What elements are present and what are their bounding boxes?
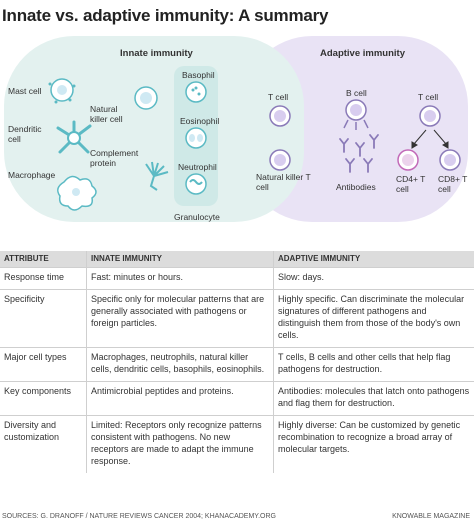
b-cell-icon — [343, 99, 369, 130]
macrophage-icon — [57, 175, 97, 211]
table-row: Diversity and customization Limited: Rec… — [0, 415, 474, 473]
table-row: Major cell types Macrophages, neutrophil… — [0, 347, 474, 382]
cd4-t-cell-label: CD4+ T cell — [396, 174, 426, 194]
comparison-table: ATTRIBUTE INNATE IMMUNITY ADAPTIVE IMMUN… — [0, 251, 474, 473]
innate-header: Innate immunity — [120, 48, 193, 59]
adaptive-header-cell: ADAPTIVE IMMUNITY — [273, 251, 474, 268]
attribute-cell: Specificity — [0, 289, 87, 348]
table-row: Key components Antimicrobial peptides an… — [0, 381, 474, 416]
basophil-label: Basophil — [182, 70, 215, 80]
natural-killer-t-cell-icon — [269, 149, 291, 171]
macrophage-label: Macrophage — [8, 170, 56, 180]
page-title: Innate vs. adaptive immunity: A summary — [2, 6, 329, 25]
table-header-row: ATTRIBUTE INNATE IMMUNITY ADAPTIVE IMMUN… — [0, 251, 474, 268]
attribute-cell: Response time — [0, 267, 87, 290]
eosinophil-icon — [185, 127, 207, 149]
antibodies-label: Antibodies — [336, 182, 376, 192]
innate-cell: Specific only for molecular patterns tha… — [86, 289, 274, 348]
antibodies-icon — [339, 134, 379, 173]
cd4-t-cell-icon — [397, 149, 419, 171]
adaptive-cell: Antibodies: molecules that latch onto pa… — [273, 381, 474, 416]
innate-header-cell: INNATE IMMUNITY — [86, 251, 274, 268]
t-cell-2-label: T cell — [418, 92, 439, 102]
dendritic-cell-icon — [56, 120, 92, 154]
cd8-t-cell-icon — [439, 149, 461, 171]
neutrophil-label: Neutrophil — [178, 162, 217, 172]
granulocyte-label: Granulocyte — [174, 212, 220, 222]
adaptive-cell: Highly specific. Can discriminate the mo… — [273, 289, 474, 348]
innate-cell: Fast: minutes or hours. — [86, 267, 274, 290]
adaptive-cell: Slow: days. — [273, 267, 474, 290]
mast-cell-label: Mast cell — [8, 86, 42, 96]
nk-t-cell-label: Natural killer T cell — [256, 172, 311, 192]
attribute-cell: Key components — [0, 381, 87, 416]
attribute-cell: Major cell types — [0, 347, 87, 382]
t-cell-2-icon — [419, 105, 441, 127]
arrow-icon — [411, 129, 449, 149]
adaptive-cell: Highly diverse: Can be customized by gen… — [273, 415, 474, 473]
diagram-illustration — [4, 36, 468, 222]
adaptive-header: Adaptive immunity — [320, 48, 405, 59]
t-cell-label: T cell — [268, 92, 289, 102]
immunity-diagram: Innate immunity Adaptive immunity Mast c… — [4, 36, 470, 222]
t-cell-icon — [269, 105, 291, 127]
natural-killer-cell-label: Natural killer cell — [90, 104, 123, 124]
cd8-t-cell-label: CD8+ T cell — [438, 174, 468, 194]
credit-footer: KNOWABLE MAGAZINE — [392, 513, 470, 520]
b-cell-label: B cell — [346, 88, 367, 98]
mast-cell-icon — [48, 78, 76, 104]
innate-cell: Antimicrobial peptides and proteins. — [86, 381, 274, 416]
dendritic-cell-label: Dendritic cell — [8, 124, 42, 144]
attribute-header: ATTRIBUTE — [0, 251, 87, 268]
neutrophil-icon — [185, 173, 207, 195]
adaptive-cell: T cells, B cells and other cells that he… — [273, 347, 474, 382]
table-row: Response time Fast: minutes or hours. Sl… — [0, 267, 474, 290]
innate-cell: Macrophages, neutrophils, natural killer… — [86, 347, 274, 382]
table-row: Specificity Specific only for molecular … — [0, 289, 474, 348]
complement-protein-icon — [145, 161, 169, 191]
eosinophil-label: Eosinophil — [180, 116, 220, 126]
innate-cell: Limited: Receptors only recognize patter… — [86, 415, 274, 473]
attribute-cell: Diversity and customization — [0, 415, 87, 473]
complement-protein-label: Complement protein — [90, 148, 139, 168]
sources-footer: SOURCES: G. DRANOFF / NATURE REVIEWS CAN… — [2, 513, 276, 520]
natural-killer-cell-icon — [134, 86, 158, 110]
basophil-icon — [185, 81, 207, 103]
innate-background — [4, 36, 304, 222]
